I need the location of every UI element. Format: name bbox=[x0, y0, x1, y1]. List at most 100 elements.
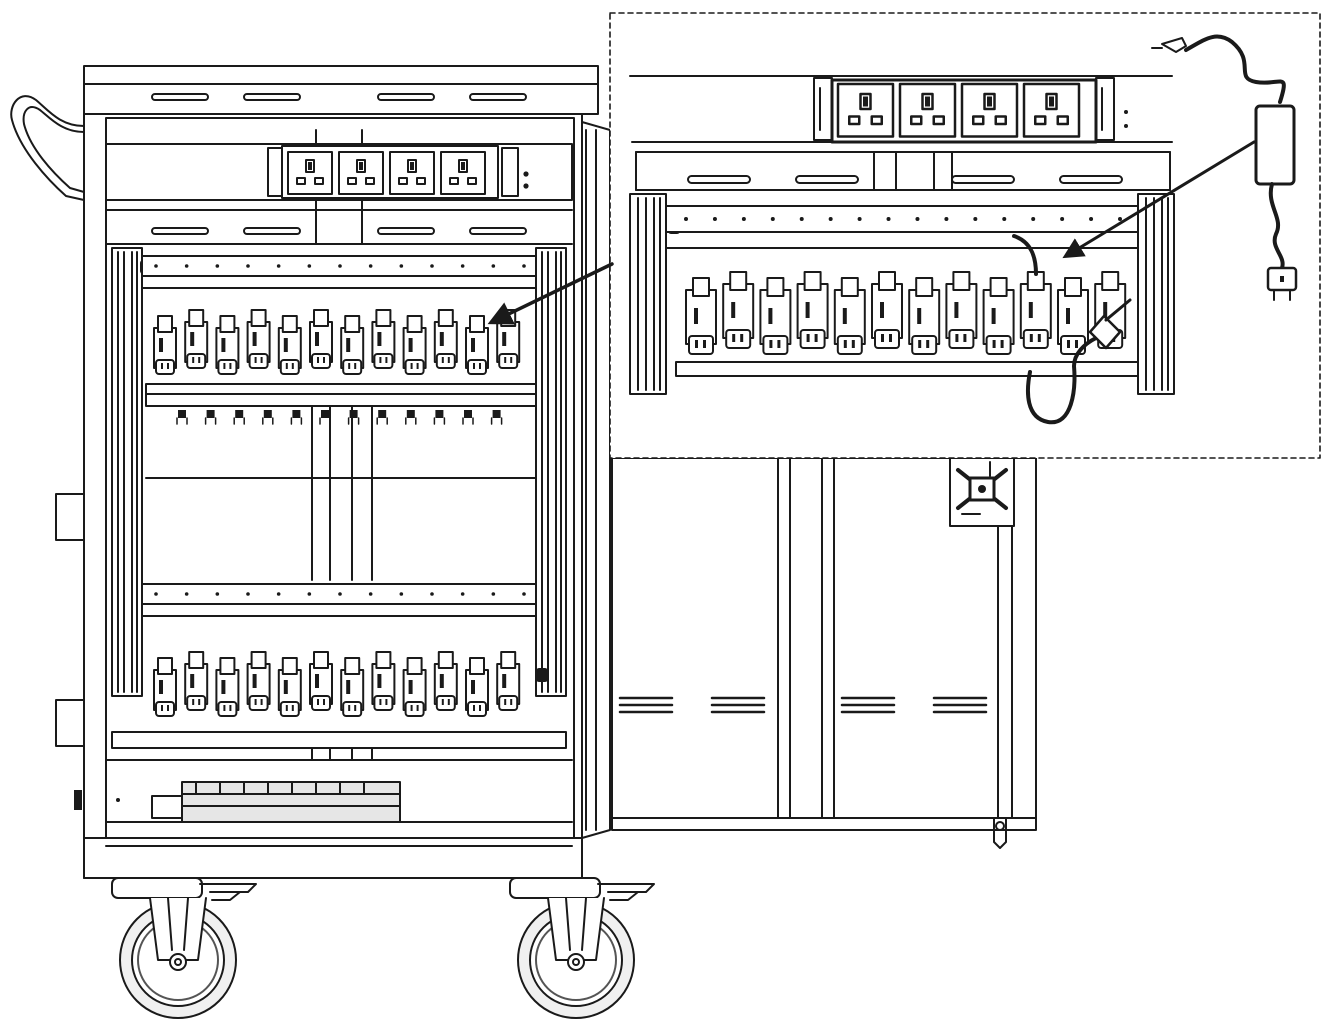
lower-shelf bbox=[111, 731, 567, 749]
rail-hole bbox=[215, 592, 220, 596]
charger-unit bbox=[309, 651, 333, 711]
charger-unit bbox=[465, 315, 489, 375]
rail-hole bbox=[184, 592, 189, 596]
rail-hole bbox=[799, 217, 804, 221]
rail-hole bbox=[522, 264, 526, 268]
charger-unit bbox=[215, 657, 240, 717]
rail-hole bbox=[338, 264, 342, 268]
inset-charger-unit bbox=[759, 277, 792, 355]
rail-hole bbox=[399, 592, 404, 596]
rail-hole bbox=[1118, 217, 1122, 221]
charger-unit bbox=[153, 657, 177, 717]
charger-unit bbox=[246, 651, 271, 711]
charger-unit bbox=[153, 315, 177, 375]
inset-charger-unit bbox=[1019, 271, 1052, 349]
mains-socket bbox=[1022, 82, 1081, 138]
charger-unit bbox=[340, 657, 365, 717]
rail-hole bbox=[491, 264, 496, 268]
inset-power-cable bbox=[1012, 234, 1098, 425]
rail-hole bbox=[712, 217, 717, 221]
cart-body bbox=[10, 65, 599, 879]
charger-unit bbox=[433, 651, 458, 711]
inset-charger-unit bbox=[945, 271, 978, 349]
rail-hole bbox=[944, 217, 949, 221]
inset-charger-unit bbox=[796, 271, 829, 349]
inset-charger-unit bbox=[722, 271, 755, 349]
inset-charger-unit bbox=[908, 277, 941, 355]
inset-charger-unit bbox=[685, 277, 717, 355]
rail-hole bbox=[307, 264, 312, 268]
mains-socket bbox=[338, 151, 384, 195]
charger-unit bbox=[184, 651, 209, 711]
charger-adapter bbox=[1151, 34, 1298, 301]
charger-unit bbox=[371, 309, 396, 369]
charger-unit bbox=[184, 309, 209, 369]
open-door bbox=[581, 121, 1037, 849]
charger-unit bbox=[402, 315, 427, 375]
rail-hole bbox=[154, 592, 158, 596]
cart-handle bbox=[10, 95, 85, 201]
rail-hole bbox=[246, 264, 250, 268]
rail-hole bbox=[276, 592, 281, 596]
caster-wheel-right bbox=[509, 877, 655, 1019]
rail-hole bbox=[184, 264, 189, 268]
rail-hole bbox=[460, 592, 465, 596]
mains-socket bbox=[287, 151, 333, 195]
rail-hole bbox=[246, 592, 250, 596]
charger-unit bbox=[496, 651, 521, 711]
inset-charger-unit bbox=[982, 277, 1015, 355]
charger-unit bbox=[215, 315, 240, 375]
rail-hole bbox=[276, 264, 281, 268]
inset-charger-unit bbox=[1057, 277, 1089, 355]
mains-socket bbox=[440, 151, 486, 195]
charger-unit bbox=[277, 657, 302, 717]
detail-inset bbox=[609, 12, 1321, 459]
rail-hole bbox=[430, 592, 434, 596]
rail-hole bbox=[338, 592, 342, 596]
rail-hole bbox=[857, 217, 862, 221]
rail-hole bbox=[368, 592, 373, 596]
caster-wheel-left bbox=[111, 877, 257, 1019]
charger-unit bbox=[433, 309, 458, 369]
inset-callout-arrow bbox=[1062, 140, 1256, 259]
rail-hole bbox=[886, 217, 891, 221]
rail-hole bbox=[684, 217, 688, 221]
charger-unit bbox=[371, 651, 396, 711]
cart-cabinet-frame bbox=[83, 113, 583, 879]
charger-unit bbox=[465, 657, 489, 717]
rail-hole bbox=[1031, 217, 1036, 221]
rail-hole bbox=[215, 264, 220, 268]
rail-hole bbox=[307, 592, 312, 596]
rail-hole bbox=[973, 217, 978, 221]
rail-hole bbox=[770, 217, 775, 221]
rail-hole bbox=[368, 264, 373, 268]
main-callout-arrow bbox=[487, 262, 614, 325]
rail-hole bbox=[741, 217, 746, 221]
door-lock bbox=[949, 457, 1015, 527]
charger-unit bbox=[277, 315, 302, 375]
mains-socket bbox=[960, 82, 1019, 138]
rail-hole bbox=[399, 264, 404, 268]
rail-hole bbox=[915, 217, 920, 221]
mains-socket bbox=[836, 82, 895, 138]
charger-unit bbox=[402, 657, 427, 717]
rail-hole bbox=[1089, 217, 1094, 221]
rail-hole bbox=[1060, 217, 1065, 221]
rail-hole bbox=[522, 592, 526, 596]
mains-socket bbox=[898, 82, 957, 138]
rail-hole bbox=[491, 592, 496, 596]
rail-hole bbox=[430, 264, 434, 268]
inset-charger-unit bbox=[871, 271, 903, 349]
mains-socket bbox=[389, 151, 435, 195]
charger-unit bbox=[246, 309, 271, 369]
charger-unit bbox=[340, 315, 365, 375]
inset-charger-unit bbox=[833, 277, 866, 355]
cart-top-lid bbox=[83, 65, 599, 115]
rail-hole bbox=[828, 217, 833, 221]
rail-hole bbox=[154, 264, 158, 268]
charger-unit bbox=[309, 309, 333, 369]
rail-hole bbox=[460, 264, 465, 268]
rail-hole bbox=[1002, 217, 1007, 221]
